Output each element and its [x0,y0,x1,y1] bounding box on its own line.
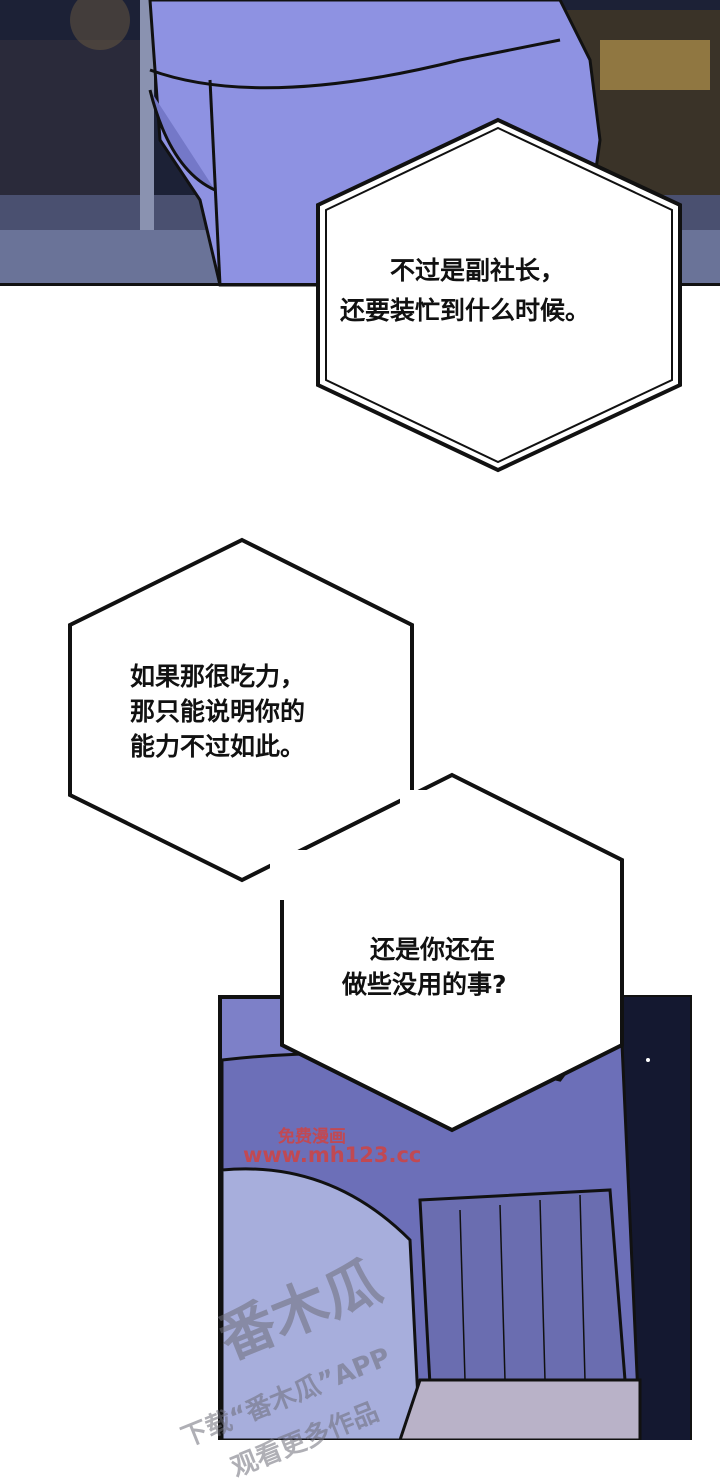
speech-bubble-2 [68,537,414,883]
bottom-panel-illustration [218,995,692,1440]
bubble-1-line-2: 还要装忙到什么时候。 [340,296,591,325]
bubble-3-line-1: 还是你还在 [370,935,496,964]
bubble-3-line-2: 做些没用的事? [342,970,507,999]
bubble-2-line-2: 那只能说明你的 [130,697,306,726]
bubble-1-line-1: 不过是副社长， [390,256,566,285]
comic-artwork [0,0,720,1440]
bubble-2-line-1: 如果那很吃力， [130,662,306,691]
watermark-site-name: 免费漫画 [278,1127,346,1147]
bubble-2-line-3: 能力不过如此。 [130,732,306,761]
watermark-site-url: www.mh123.cc [243,1143,422,1167]
speech-bubble-1 [316,117,682,473]
